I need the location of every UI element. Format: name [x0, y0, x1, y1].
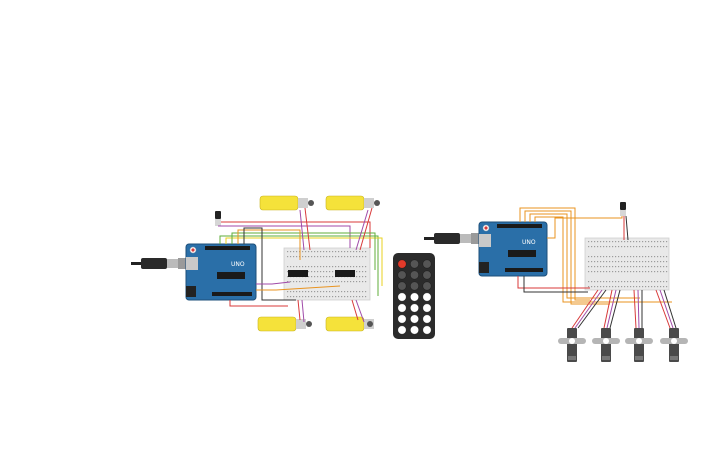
servos [558, 328, 688, 362]
ir-remote[interactable] [393, 253, 435, 339]
arduino-uno-left[interactable]: UNO [185, 243, 257, 301]
ir-receiver-right[interactable] [620, 202, 626, 216]
remote-button-2[interactable] [410, 303, 419, 313]
remote-button-down[interactable] [397, 281, 407, 291]
remote-button-power[interactable] [397, 259, 407, 269]
breadboard-holes-right [588, 241, 668, 288]
remote-button-5[interactable] [410, 314, 419, 324]
left-circuit: UNO [131, 195, 383, 332]
dc-motor-top-right[interactable] [325, 195, 380, 211]
motor-driver-2[interactable] [335, 270, 355, 277]
servo-1[interactable] [558, 328, 586, 362]
arduino-uno-right[interactable]: UNO [478, 221, 548, 277]
remote-button-prev[interactable] [397, 270, 407, 280]
remote-button-6[interactable] [422, 314, 432, 324]
board-label-right: UNO [522, 239, 536, 246]
servo-4[interactable] [660, 328, 688, 362]
breadboard-right[interactable] [584, 237, 670, 291]
wires-left [218, 207, 383, 323]
remote-buttons [397, 259, 432, 335]
remote-button-vol-[interactable] [410, 281, 419, 291]
remote-button-1[interactable] [397, 303, 407, 313]
remote-button-3[interactable] [422, 303, 432, 313]
breadboard-left[interactable] [283, 247, 371, 301]
remote-button-0[interactable] [397, 292, 407, 302]
remote-button-8[interactable] [410, 325, 419, 335]
remote-button-up[interactable] [422, 281, 432, 291]
remote-button-7[interactable] [397, 325, 407, 335]
remote-button-next[interactable] [422, 270, 432, 280]
remote-button-play[interactable] [410, 270, 419, 280]
remote-button-func[interactable] [422, 259, 432, 269]
remote-button-vol+[interactable] [410, 259, 419, 269]
wires-right [517, 207, 677, 329]
dc-motor-top-left[interactable] [259, 195, 314, 211]
remote-button-9[interactable] [422, 325, 432, 335]
dc-motor-bottom-left[interactable] [257, 316, 312, 332]
remote-button-4[interactable] [397, 314, 407, 324]
servo-2[interactable] [592, 328, 620, 362]
ir-receiver-left[interactable] [215, 211, 221, 226]
dc-motor-bottom-right[interactable] [325, 316, 374, 332]
remote-button-st[interactable] [422, 292, 432, 302]
remote-button-eq[interactable] [410, 292, 419, 302]
right-circuit: UNO [424, 202, 688, 362]
usb-cable-right[interactable] [424, 233, 481, 244]
board-label-left: UNO [231, 261, 245, 268]
servo-3[interactable] [625, 328, 653, 362]
motor-driver-1[interactable] [288, 270, 308, 277]
usb-cable-left[interactable] [131, 258, 188, 269]
